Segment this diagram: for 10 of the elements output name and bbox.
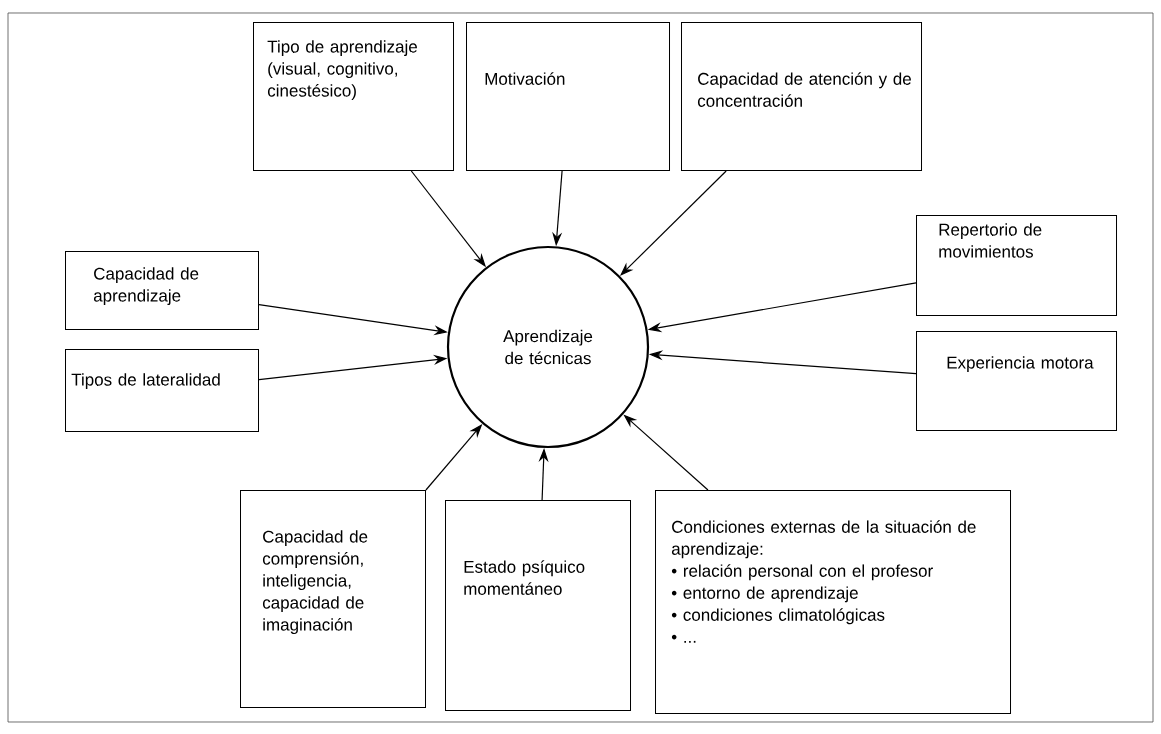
text-box: Estado psíquico momentáneo [445,500,631,711]
text-box: Motivación [466,22,670,171]
text-box: Repertorio de movimientos [916,215,1117,316]
text-box: Experiencia motora [916,331,1117,431]
text-box: Capacidad de atención y de concentración [681,22,922,171]
text-box: Condiciones externas de la situación de aprendizaje: • relación personal con el profesor • entorno de aprendizaje • condiciones climatológicas • ... [655,490,1011,714]
text-box: Tipos de lateralidad [65,349,259,432]
text-box: Tipo de aprendizaje (visual, cognitivo, cinestésico) [253,22,454,171]
text-box: Capacidad de aprendizaje [65,251,259,330]
text-box: Capacidad de comprensión, inteligencia, capacidad de imaginación [240,490,426,708]
